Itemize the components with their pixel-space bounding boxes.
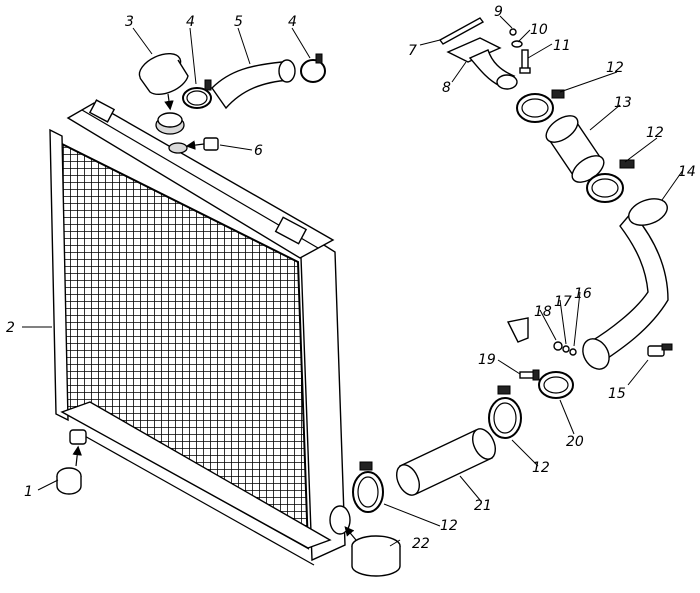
callout-17: 17	[554, 294, 572, 310]
part-20-clamp-ring	[538, 371, 574, 399]
radiator-left-side-plate	[49, 128, 69, 422]
callout-12-a: 12	[606, 60, 624, 76]
part-9-10-11-bolt-set	[509, 28, 531, 74]
part-14-bent-pipe	[582, 198, 669, 370]
part-15-fitting	[647, 343, 673, 357]
radiator-bottom-tank	[60, 401, 332, 549]
callout-20: 20	[566, 434, 584, 450]
callout-12-d: 12	[440, 518, 458, 534]
part-4-clamp-left	[182, 79, 212, 109]
callout-3: 3	[125, 14, 134, 30]
part-1-drain-plug	[56, 445, 82, 495]
part-6-cap-nut	[185, 137, 219, 151]
callout-10: 10	[530, 22, 548, 38]
callout-15: 15	[608, 386, 626, 402]
part-19-screw	[519, 369, 540, 381]
callout-8: 8	[442, 80, 451, 96]
callout-16: 16	[574, 286, 592, 302]
callout-5: 5	[234, 14, 243, 30]
part-7-gasket	[438, 17, 485, 45]
radiator-filler-neck	[168, 142, 188, 154]
part-16-18-bracket-set	[506, 317, 577, 356]
callout-9: 9	[494, 4, 503, 20]
part-8-pipe-elbow	[446, 37, 518, 90]
callout-12-b: 12	[646, 125, 664, 141]
part-21-lower-hose	[395, 428, 497, 496]
part-13-hose	[545, 115, 605, 183]
radiator-drain-boss	[69, 429, 87, 445]
callout-13: 13	[614, 95, 632, 111]
callout-21: 21	[474, 498, 492, 514]
part-12-clamp-c	[488, 385, 522, 439]
radiator-top-tank	[66, 102, 335, 259]
callout-4-left: 4	[186, 14, 195, 30]
part-12-clamp-a	[516, 89, 565, 123]
part-22-sleeve	[344, 526, 401, 577]
radiator	[49, 99, 351, 566]
callout-14: 14	[678, 164, 696, 180]
callout-1: 1	[24, 484, 33, 500]
part-12-clamp-d	[352, 461, 384, 513]
callout-2: 2	[6, 320, 15, 336]
callout-4-right: 4	[288, 14, 297, 30]
callout-6: 6	[254, 143, 263, 159]
part-4-clamp-right	[300, 53, 326, 83]
part-5-upper-hose	[211, 59, 296, 110]
callout-labels: 1 2 3 4 4 5 6 7 8 9 10 11 12 12 12 12 13…	[6, 4, 696, 552]
part-3-hose-sleeve	[138, 52, 189, 111]
callout-7: 7	[408, 43, 417, 59]
callout-11: 11	[553, 38, 571, 54]
leader-lines	[22, 15, 684, 547]
callout-19: 19	[478, 352, 496, 368]
callout-18: 18	[534, 304, 552, 320]
callout-22: 22	[412, 536, 430, 552]
part-12-clamp-b	[586, 159, 635, 203]
callout-12-c: 12	[532, 460, 550, 476]
radiator-core	[56, 140, 310, 550]
